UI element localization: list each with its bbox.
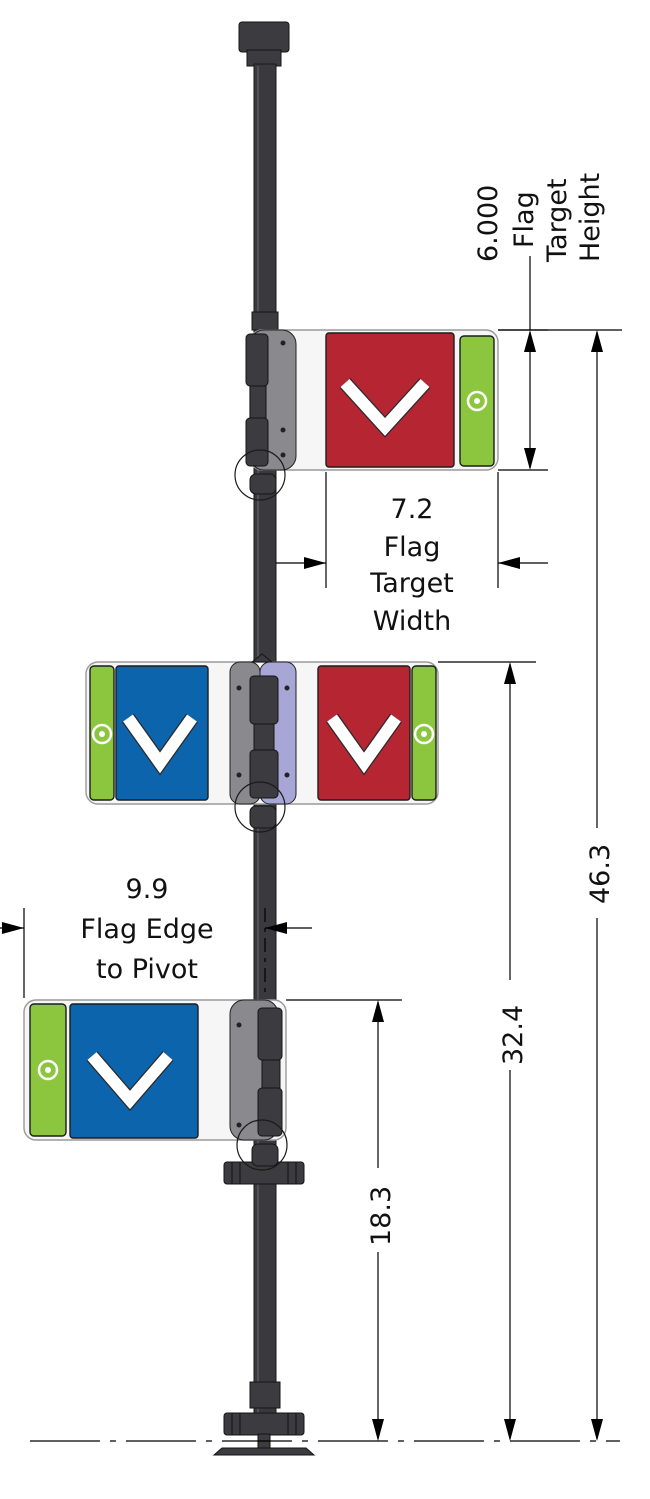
flag-edge-to-pivot-line1: Flag Edge: [80, 914, 213, 945]
top-flag: [234, 329, 499, 501]
dim-flag-target-width: [276, 472, 548, 588]
middle-flag-blue-target: [115, 665, 209, 801]
middle-flag: [85, 653, 439, 833]
dim-height-46: [498, 329, 622, 1441]
flag-target-width-line1: Flag: [384, 532, 441, 563]
dim-height-18: [286, 999, 402, 1441]
dim-flag-edge-to-pivot: [0, 908, 312, 998]
locking-knob-lower: [223, 1412, 305, 1436]
top-cap: [238, 21, 290, 53]
foot-plate: [212, 1447, 316, 1456]
flag-target-width-line2: Target: [369, 568, 454, 599]
middle-flag-pivot-ring: [234, 781, 286, 833]
height-18-value: 18.3: [366, 1186, 397, 1246]
height-32-value: 32.4: [498, 1005, 529, 1065]
dim-height-32: [438, 661, 536, 1441]
height-46-value: 46.3: [585, 844, 616, 904]
target-pattern-icon: [466, 390, 488, 412]
flag-edge-to-pivot-line2: to Pivot: [96, 954, 198, 985]
top-flag-pivot-ring: [234, 449, 286, 501]
flag-target-width-value: 7.2: [391, 494, 434, 525]
flag-target-width-line3: Width: [373, 606, 451, 637]
top-flag-red-target: [325, 332, 455, 468]
middle-flag-red-target: [317, 665, 411, 801]
flag-target-height-line3: Height: [575, 173, 606, 262]
dim-flag-target-height: [498, 256, 548, 471]
flag-target-height-line1: Flag: [509, 191, 540, 248]
bottom-flag-pivot-ring: [236, 1119, 288, 1171]
bottom-flag: [23, 999, 288, 1171]
flag-target-height-value: 6.000: [473, 185, 504, 262]
flag-target-height-line2: Target: [542, 178, 573, 263]
bottom-flag-blue-target: [69, 1003, 199, 1139]
flag-edge-to-pivot-value: 9.9: [126, 874, 169, 905]
collar-top: [251, 311, 279, 331]
base-collar: [249, 1381, 281, 1409]
